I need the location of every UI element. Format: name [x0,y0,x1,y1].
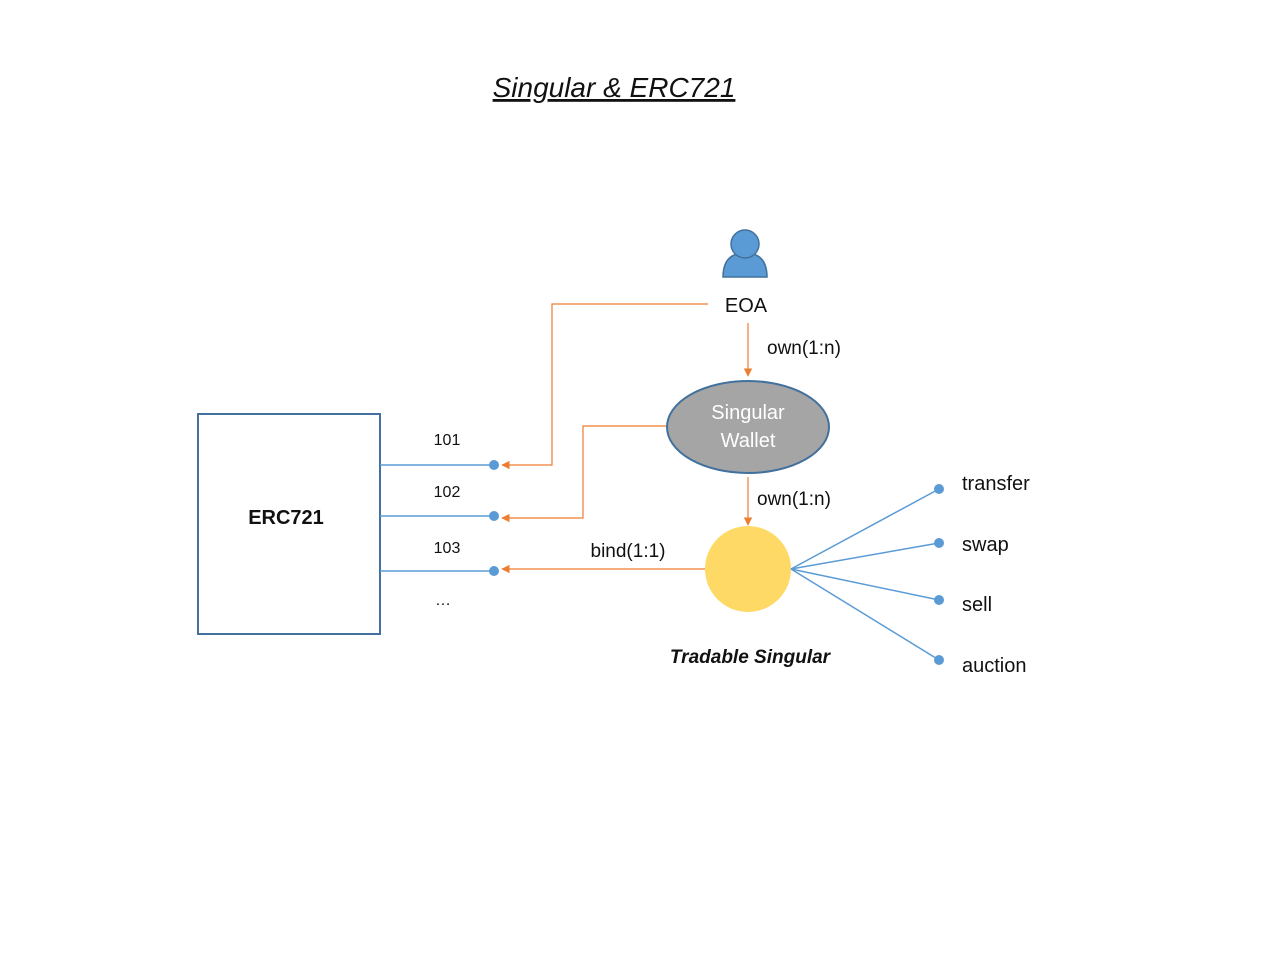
action-dot [934,484,944,494]
person-icon [722,229,768,278]
wallet-singular-relation-label: own(1:n) [757,489,831,510]
token-id-label: 102 [434,484,461,501]
singular-wallet-label-line2: Wallet [721,430,776,452]
token-slot-dot [489,566,499,576]
eoa-to-token-101-connector [501,303,708,470]
more-tokens-ellipsis: … [435,592,451,609]
tradable-singular-label: Tradable Singular [670,647,832,668]
action-swap-label: swap [962,534,1009,556]
singular-wallet-node [666,380,830,474]
tradable-singular-node [705,526,791,612]
action-dot [934,538,944,548]
eoa-label: EOA [725,295,768,317]
token-slot-dot [489,460,499,470]
erc721-label: ERC721 [248,507,324,529]
diagram-title: Singular & ERC721 [493,72,736,103]
eoa-wallet-relation-label: own(1:n) [767,338,841,359]
action-line [790,542,940,570]
action-sell-label: sell [962,594,992,616]
bind-relation-label: bind(1:1) [591,541,666,562]
action-dot [934,655,944,665]
action-transfer-label: transfer [962,473,1030,495]
token-id-label: 103 [434,540,461,557]
token-slot-dot [489,511,499,521]
action-auction-label: auction [962,655,1027,677]
erc721-box [197,413,381,635]
action-line [790,568,940,661]
action-line [790,568,940,601]
wallet-to-token-102-connector [501,425,666,523]
action-dot [934,595,944,605]
action-line [790,488,940,570]
singular-wallet-label-line1: Singular [711,402,785,424]
token-id-label: 101 [434,432,461,449]
